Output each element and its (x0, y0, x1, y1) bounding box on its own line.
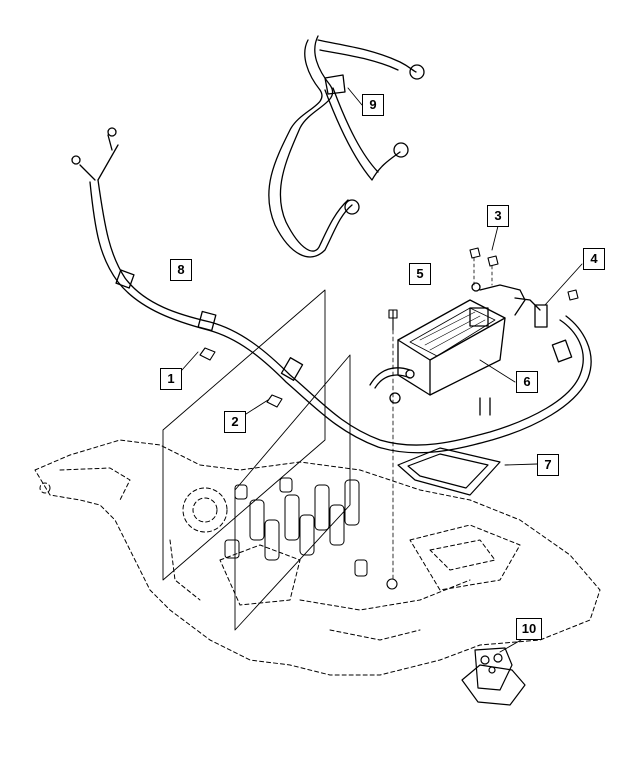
callout-7: 7 (537, 454, 559, 476)
callout-5: 5 (409, 263, 431, 285)
harness-8 (71, 127, 592, 454)
callout-4: 4 (583, 248, 605, 270)
fasteners (199, 247, 579, 590)
callout-10: 10 (516, 618, 542, 640)
relay-10 (461, 647, 526, 706)
callout-8: 8 (170, 259, 192, 281)
callout-3: 3 (487, 205, 509, 227)
cable-9 (268, 35, 425, 258)
gasket-7 (397, 447, 501, 496)
leader-lines (181, 87, 583, 653)
valve-train (224, 477, 368, 577)
callout-2: 2 (224, 411, 246, 433)
engine-block (34, 439, 601, 676)
module-6 (369, 282, 526, 404)
callout-1: 1 (160, 368, 182, 390)
callout-9: 9 (362, 94, 384, 116)
view-panels (162, 289, 351, 631)
callout-6: 6 (516, 371, 538, 393)
